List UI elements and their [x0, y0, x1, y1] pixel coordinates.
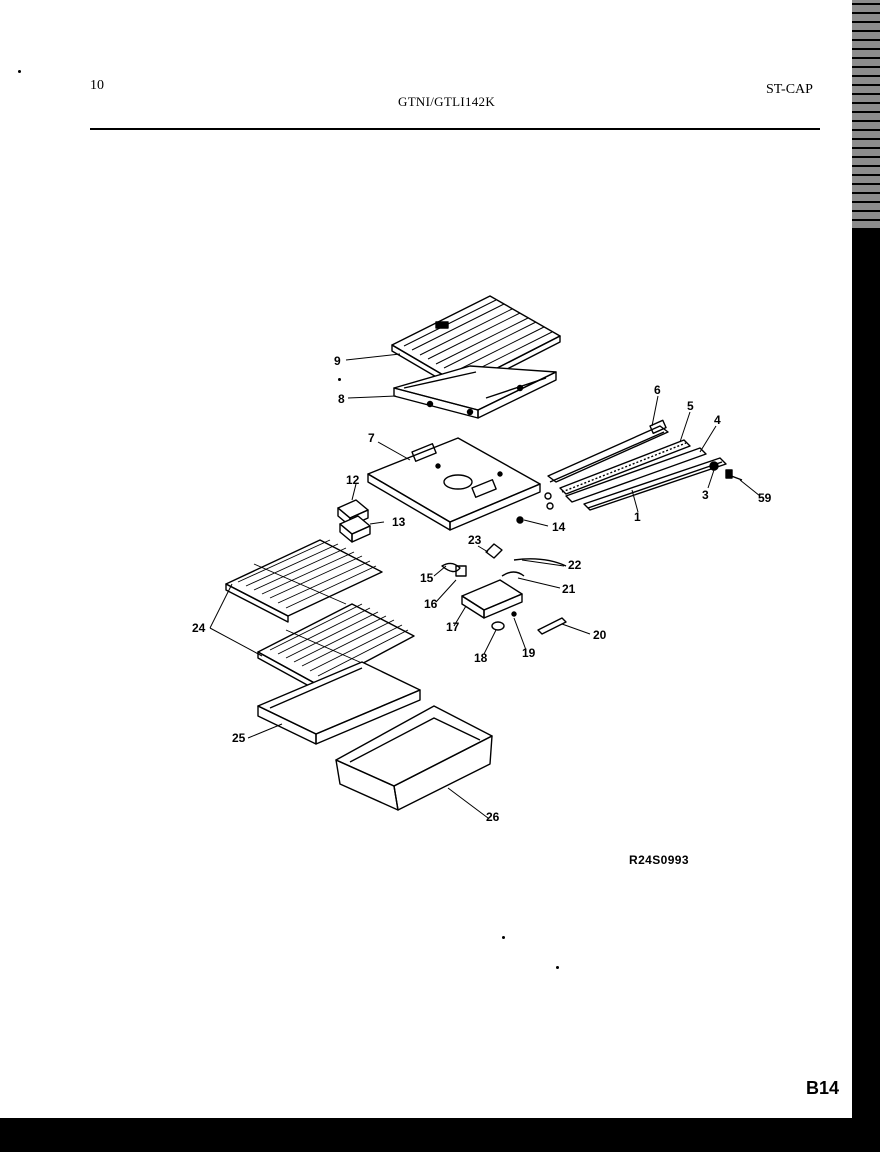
- callout-4: 4: [714, 413, 721, 427]
- callout-12: 12: [346, 473, 360, 487]
- callout-59: 59: [758, 491, 772, 505]
- rail-5-part: [544, 439, 691, 510]
- lamp-assembly-part: [441, 543, 567, 635]
- callout-22: 22: [568, 558, 582, 572]
- header-rule: [90, 128, 820, 130]
- screw-59-part: [725, 469, 743, 481]
- parts-diagram-page: 10 GTNI/GTLI142K ST-CAP: [0, 0, 852, 1118]
- callout-9: 9: [334, 354, 341, 368]
- callout-24: 24: [192, 621, 206, 635]
- diagram-reference-code: R24S0993: [629, 853, 689, 867]
- scan-speck: [502, 936, 505, 939]
- callout-25: 25: [232, 731, 246, 745]
- screw-14-part: [516, 516, 524, 524]
- screw-3-part: [709, 461, 719, 471]
- crisper-drawer-part: [335, 705, 493, 811]
- callout-23: 23: [468, 533, 482, 547]
- scan-speck: [556, 966, 559, 969]
- leader-lines: [209, 353, 761, 819]
- callout-8: 8: [338, 392, 345, 406]
- scan-speck: [18, 70, 21, 73]
- exploded-parts-diagram: [209, 295, 761, 819]
- page-code: B14: [806, 1078, 840, 1098]
- callout-13: 13: [392, 515, 406, 529]
- callout-6: 6: [654, 383, 661, 397]
- section-code: ST-CAP: [766, 82, 813, 97]
- callout-20: 20: [593, 628, 607, 642]
- hinge-13-part: [339, 515, 371, 543]
- callout-21: 21: [562, 582, 576, 596]
- crisper-cover-part: [257, 661, 421, 745]
- rail-1-part: [583, 457, 727, 511]
- scan-edge-noise: [852, 0, 880, 230]
- page-number: 10: [90, 78, 104, 93]
- callout-26: 26: [486, 810, 500, 824]
- callout-14: 14: [552, 520, 566, 534]
- callout-1: 1: [634, 510, 641, 524]
- callout-7: 7: [368, 431, 375, 445]
- callout-17: 17: [446, 620, 460, 634]
- cover-panel-part: [367, 437, 541, 531]
- rail-6-part: [547, 419, 669, 483]
- rail-4-part: [565, 447, 707, 503]
- callout-3: 3: [702, 488, 709, 502]
- wire-shelf-upper-part: [225, 539, 383, 623]
- callout-5: 5: [687, 399, 694, 413]
- callout-15: 15: [420, 571, 434, 585]
- scan-speck: [338, 378, 341, 381]
- callout-19: 19: [522, 646, 536, 660]
- model-number: GTNI/GTLI142K: [398, 94, 496, 109]
- callout-18: 18: [474, 651, 488, 665]
- shelf-grille-part: [391, 295, 561, 393]
- shelf-frame-part: [393, 365, 557, 419]
- callout-16: 16: [424, 597, 438, 611]
